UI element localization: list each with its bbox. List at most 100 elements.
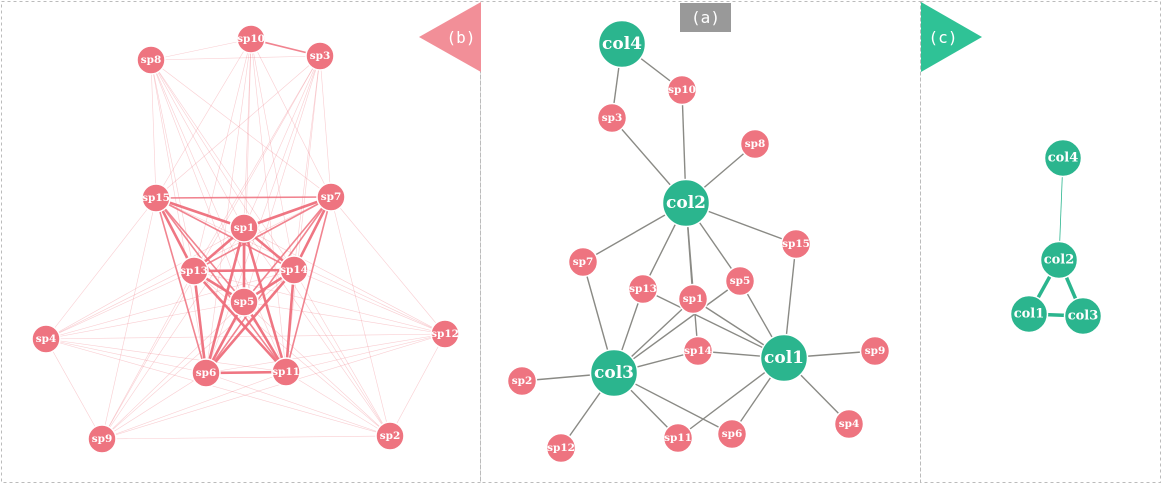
node-sp6: sp6 xyxy=(716,418,748,450)
edge-sp10-sp15 xyxy=(155,38,252,199)
node-sp5-label: sp5 xyxy=(730,275,751,287)
node-sp3: sp3 xyxy=(305,41,335,71)
edge-sp13-sp7 xyxy=(193,196,332,272)
edge-sp9-sp13 xyxy=(101,270,195,440)
node-col2-circle xyxy=(661,178,711,228)
node-sp3-label: sp3 xyxy=(602,112,623,124)
edge-sp12-sp9 xyxy=(101,333,446,440)
edge-sp3-sp11 xyxy=(285,55,321,373)
edge-sp4-sp15 xyxy=(45,197,157,340)
edge-sp3-sp1 xyxy=(243,55,321,229)
node-col1-label: col1 xyxy=(764,348,804,368)
edge-sp10-sp13 xyxy=(193,38,252,272)
node-sp7-circle xyxy=(316,182,346,212)
node-col1: col1 xyxy=(759,333,809,383)
node-sp14-label: sp14 xyxy=(684,345,712,357)
edge-sp10-sp14 xyxy=(250,38,295,271)
edge-sp4-sp9 xyxy=(45,338,103,440)
node-sp6-circle xyxy=(191,358,221,388)
node-sp1-label: sp1 xyxy=(683,293,704,305)
node-sp12: sp12 xyxy=(545,432,577,464)
edge-sp2-sp6 xyxy=(205,372,391,437)
edge-sp4-sp1 xyxy=(45,227,245,340)
node-sp9-label: sp9 xyxy=(92,433,113,445)
edge-sp2-sp1 xyxy=(243,227,391,437)
node-sp6-circle xyxy=(716,418,748,450)
node-sp4-label: sp4 xyxy=(36,333,57,345)
edge-sp12-sp14 xyxy=(293,269,446,335)
edge-sp14-sp11 xyxy=(284,269,296,373)
node-col1-circle xyxy=(1009,294,1049,334)
edge-sp3-sp14 xyxy=(293,55,321,271)
node-sp4: sp4 xyxy=(31,324,61,354)
node-col1-circle xyxy=(759,333,809,383)
node-sp13-circle xyxy=(627,273,659,305)
edge-sp4-sp6 xyxy=(45,338,207,374)
node-sp4-circle xyxy=(31,324,61,354)
node-sp1: sp1 xyxy=(229,213,259,243)
edge-sp12-sp5 xyxy=(243,301,446,335)
node-sp5-circle xyxy=(724,265,756,297)
node-sp9-circle xyxy=(859,335,891,367)
node-sp11-circle xyxy=(662,422,694,454)
node-sp3: sp3 xyxy=(596,102,628,134)
node-col4-circle xyxy=(597,19,647,69)
node-sp11-label: sp11 xyxy=(272,366,300,378)
edge-sp2-sp7 xyxy=(330,196,391,437)
node-col4-circle xyxy=(1043,138,1083,178)
edge-sp4-sp12 xyxy=(45,333,446,340)
node-sp11: sp11 xyxy=(662,422,694,454)
node-sp15-circle xyxy=(141,183,171,213)
edge-sp13-sp6 xyxy=(192,270,208,374)
edge-sp3-sp5 xyxy=(243,55,321,303)
edge-sp8-sp7 xyxy=(150,59,332,198)
node-col1-label: col1 xyxy=(1014,307,1045,322)
edge-sp3-sp13 xyxy=(193,55,321,272)
node-col1: col1 xyxy=(1009,294,1049,334)
node-sp15-label: sp15 xyxy=(782,238,810,250)
edge-sp4-sp14 xyxy=(45,269,295,340)
edge-sp1-sp6 xyxy=(204,227,246,374)
edge-sp9-sp15 xyxy=(101,197,157,440)
node-sp9: sp9 xyxy=(859,335,891,367)
edge-sp2-sp11 xyxy=(285,371,391,437)
node-col4: col4 xyxy=(597,19,647,69)
node-col2-label: col2 xyxy=(1044,253,1075,268)
node-sp12-circle xyxy=(430,319,460,349)
panel-b-label: (b) xyxy=(447,28,476,47)
edge-sp9-sp11 xyxy=(101,371,287,440)
node-sp1-label: sp1 xyxy=(234,222,255,234)
node-sp9: sp9 xyxy=(87,424,117,454)
edge-sp10-sp5 xyxy=(243,38,252,303)
node-sp7: sp7 xyxy=(567,246,599,278)
edge-sp8-sp2 xyxy=(150,59,391,437)
panel-c-label: (c) xyxy=(929,28,958,47)
edge-sp8-sp13 xyxy=(150,59,195,272)
node-sp2-circle xyxy=(506,365,538,397)
edge-sp2-sp14 xyxy=(293,269,391,437)
node-sp14: sp14 xyxy=(682,335,714,367)
node-sp13: sp13 xyxy=(627,273,659,305)
node-sp2: sp2 xyxy=(506,365,538,397)
bipartite-network-panel-a: col4col2col3col1sp10sp3sp8sp15sp7sp13sp1… xyxy=(506,19,891,464)
edge-sp5-sp7 xyxy=(243,196,332,303)
node-sp8-label: sp8 xyxy=(745,138,766,150)
node-col3: col3 xyxy=(589,348,639,398)
node-sp3-circle xyxy=(305,41,335,71)
edge-sp4-sp13 xyxy=(45,270,195,340)
node-sp5-label: sp5 xyxy=(234,296,255,308)
node-sp2-label: sp2 xyxy=(512,375,533,387)
node-sp3-circle xyxy=(596,102,628,134)
edge-sp12-sp2 xyxy=(389,333,446,437)
node-col2-label: col2 xyxy=(666,193,706,213)
node-sp10: sp10 xyxy=(236,24,266,54)
node-sp15: sp15 xyxy=(780,228,812,260)
node-sp7-circle xyxy=(567,246,599,278)
node-sp6-label: sp6 xyxy=(196,367,217,379)
edge-sp5-sp15 xyxy=(155,197,245,303)
edge-sp9-sp5 xyxy=(101,301,245,440)
node-sp13-label: sp13 xyxy=(180,265,208,277)
